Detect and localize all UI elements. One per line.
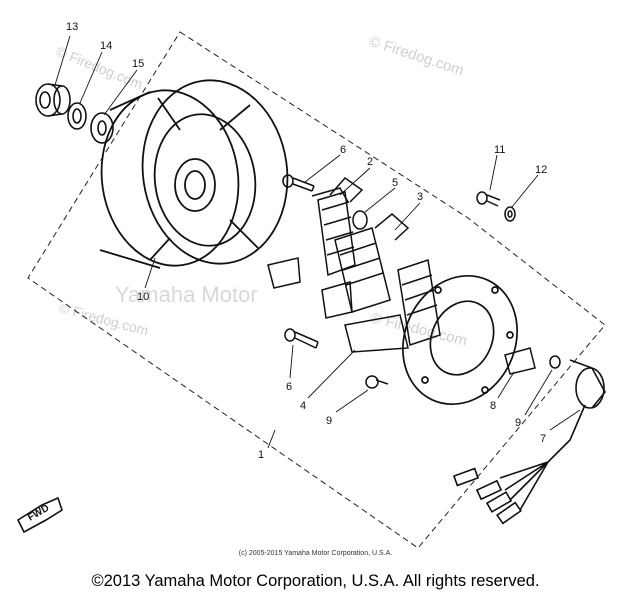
callout-12: 12: [535, 164, 547, 176]
callout-8: 8: [490, 400, 496, 412]
callout-11: 11: [494, 144, 505, 156]
fwd-arrow: FWD: [16, 496, 63, 534]
fwd-label: FWD: [26, 503, 51, 524]
part-13-nut: [35, 83, 71, 117]
callout-3: 3: [417, 191, 423, 203]
callout-6-lower: 6: [286, 381, 292, 393]
part-14-lock-washer: [67, 102, 87, 130]
part-7-grommet-harness: [452, 359, 606, 525]
fine-print-copyright: (c) 2005-2015 Yamaha Motor Corporation, …: [238, 550, 393, 557]
callout-2: 2: [367, 156, 373, 168]
watermark-firedog: © Firedog.com: [367, 33, 466, 80]
part-10-rotor: [99, 79, 289, 269]
callout-7: 7: [540, 433, 546, 445]
part-6-screw-top: [282, 174, 315, 192]
part-6-screw-lower: [284, 328, 319, 349]
stator-base-plate: [402, 274, 518, 406]
part-11-screw: [476, 191, 501, 207]
part-8-clamp: [504, 347, 536, 375]
footer-copyright: ©2013 Yamaha Motor Corporation, U.S.A. A…: [91, 572, 540, 590]
part-2-stator-coil: [267, 176, 364, 289]
part-15-washer: [90, 112, 114, 144]
callout-labels: 13 14 15 6 2 5 3 11 12 10 6 4 9 1 8 9 7: [66, 21, 547, 461]
callout-9-right: 9: [515, 417, 521, 429]
watermark-yamaha: Yamaha Motor: [115, 282, 258, 307]
callout-5: 5: [392, 177, 398, 189]
assembly-boundary: [27, 31, 606, 549]
leader-lines: [54, 35, 581, 449]
callout-13: 13: [66, 21, 78, 33]
part-3-coil: [321, 213, 410, 319]
watermark-layer: © Firedog.com © Firedog.com © Firedog.co…: [54, 33, 469, 350]
part-9-screw: [365, 375, 389, 389]
callout-10: 10: [137, 291, 149, 303]
part-5-spacer: [352, 210, 368, 230]
callout-9-middle: 9: [326, 415, 332, 427]
callout-14: 14: [100, 40, 112, 52]
part-12-washer: [504, 206, 516, 222]
watermark-firedog: © Firedog.com: [369, 309, 469, 349]
callout-1: 1: [258, 449, 264, 461]
callout-15: 15: [132, 58, 144, 70]
callout-4: 4: [300, 400, 306, 412]
callout-6-top: 6: [340, 144, 346, 156]
part-9-screw-right: [549, 355, 561, 369]
